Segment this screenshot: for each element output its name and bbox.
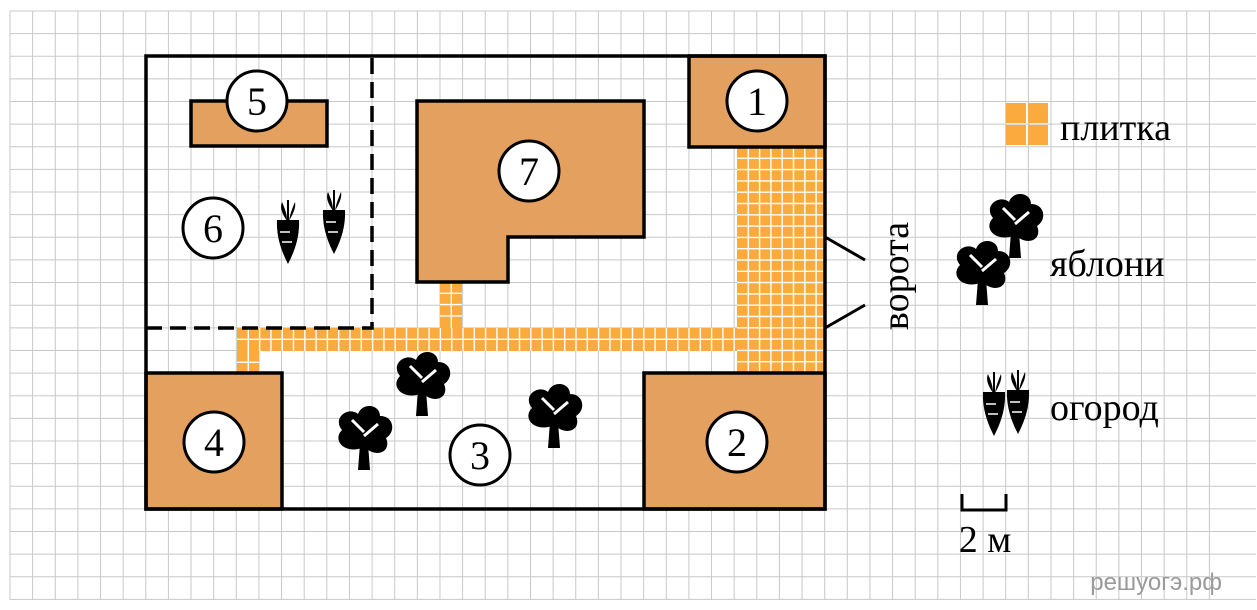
legend-apple-trees-label: яблони (1050, 243, 1165, 285)
apple-tree-icon (336, 404, 394, 472)
apple-tree-icon (954, 239, 1012, 307)
object-marker-5: 5 (225, 69, 289, 133)
carrot-icon (981, 371, 1007, 437)
carrot-icon (275, 199, 301, 265)
carrot-icon (321, 189, 347, 255)
building-2 (642, 371, 827, 511)
scale-label: 2 м (959, 519, 1012, 561)
svg-text:5: 5 (247, 79, 267, 124)
svg-text:7: 7 (519, 149, 539, 194)
object-marker-3: 3 (448, 423, 512, 487)
object-marker-7: 7 (497, 139, 561, 203)
apple-tree-icon (526, 382, 584, 450)
legend-tile-label: плитка (1060, 107, 1171, 149)
svg-text:1: 1 (747, 79, 767, 124)
object-marker-1: 1 (725, 69, 789, 133)
legend-garden-label: огород (1050, 387, 1159, 429)
apple-tree-icon (394, 350, 452, 418)
legend: плитка яблони огород (954, 103, 1171, 437)
object-marker-6: 6 (181, 196, 245, 260)
legend-tile-swatch (1006, 103, 1048, 145)
object-marker-4: 4 (182, 410, 246, 474)
scale-bar: 2 м (959, 494, 1012, 561)
svg-text:6: 6 (203, 206, 223, 251)
watermark: решуогэ.рф (1090, 569, 1222, 596)
svg-text:2: 2 (727, 420, 747, 465)
svg-text:4: 4 (204, 420, 224, 465)
gate-line-top (824, 235, 866, 262)
plot-boundary (144, 54, 827, 511)
svg-text:3: 3 (470, 433, 490, 478)
object-marker-2: 2 (705, 410, 769, 474)
gate-line-bottom (824, 303, 866, 330)
carrot-icon (1005, 369, 1031, 435)
gate-label: ворота (875, 222, 917, 330)
tile-path (237, 147, 825, 373)
garden-zone-boundary (146, 56, 374, 330)
